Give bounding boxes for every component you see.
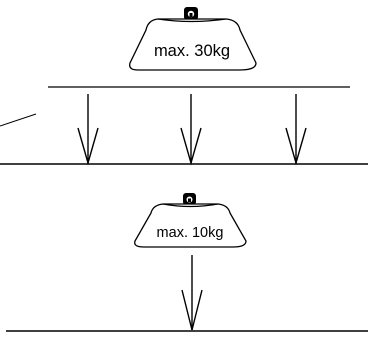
top-weight-label: max. 30kg	[154, 42, 230, 60]
top-weight-handle-icon	[184, 7, 198, 20]
bottom-weight-body	[134, 203, 247, 248]
bottom-weight-top-edge	[162, 203, 219, 208]
top-weight-top-edge	[157, 18, 227, 23]
top-load-arrow-2	[180, 94, 202, 166]
bottom-load-arrow	[181, 255, 203, 331]
top-weight-body	[129, 18, 257, 71]
bottom-weight-label: max. 10kg	[157, 225, 224, 241]
top-load-arrow-1	[77, 94, 99, 166]
top-weight: max. 30kg	[129, 7, 257, 71]
top-load-arrow-3	[285, 94, 307, 166]
bottom-weight: max. 10kg	[134, 193, 247, 248]
leader-line	[0, 113, 37, 127]
bottom-weight-handle-icon	[183, 193, 196, 205]
